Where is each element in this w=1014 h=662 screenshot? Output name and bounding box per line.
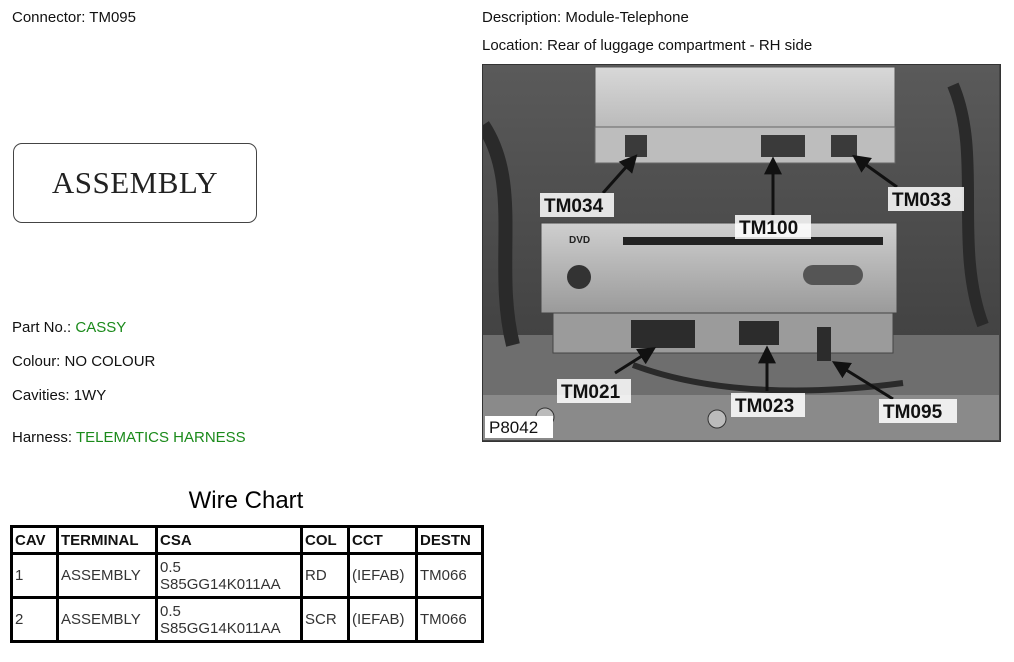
colour-line: Colour: NO COLOUR xyxy=(12,353,155,370)
description-line: Description: Module-Telephone xyxy=(482,9,689,26)
cell-cav: 1 xyxy=(10,552,59,599)
description-value: Module-Telephone xyxy=(565,9,689,26)
header-destn: DESTN xyxy=(415,525,484,555)
cell-cct: (IEFAB) xyxy=(347,596,418,643)
header-terminal: TERMINAL xyxy=(56,525,158,555)
callout-tm095: TM095 xyxy=(883,402,943,423)
cell-csa: 0.5 S85GG14K011AA xyxy=(155,596,303,643)
callout-tm021: TM021 xyxy=(561,382,621,403)
floor-bolt xyxy=(707,409,727,429)
cell-csa: 0.5 S85GG14K011AA xyxy=(155,552,303,599)
cavities-label: Cavities: xyxy=(12,387,70,404)
part-no-label: Part No.: xyxy=(12,319,72,336)
callout-tm100: TM100 xyxy=(739,218,798,239)
csa-part: S85GG14K011AA xyxy=(160,575,281,593)
harness-line: Harness: TELEMATICS HARNESS xyxy=(12,429,246,446)
table-row: 1 ASSEMBLY 0.5 S85GG14K011AA RD (IEFAB) … xyxy=(10,552,484,599)
callout-tm034: TM034 xyxy=(544,196,604,217)
header-csa: CSA xyxy=(155,525,303,555)
connector-socket-tm023 xyxy=(739,321,779,345)
cell-col: RD xyxy=(300,552,350,599)
assembly-box: ASSEMBLY xyxy=(13,143,257,223)
photo-ref-box xyxy=(485,416,553,438)
cavities-value: 1WY xyxy=(73,387,107,404)
connector-socket-tm033 xyxy=(831,135,857,157)
wire-chart-title: Wire Chart xyxy=(188,487,304,514)
harness-label: Harness: xyxy=(12,429,73,446)
module-location-photo: DVD TM034 TM100 TM033 TM021 TM023 xyxy=(482,64,1001,442)
connector-socket-tm100 xyxy=(761,135,805,157)
header-cct: CCT xyxy=(347,525,418,555)
table-header-row: CAV TERMINAL CSA COL CCT DESTN xyxy=(10,525,484,555)
photo-ref-number: P8042 xyxy=(489,418,538,437)
part-no-line: Part No.: CASSY xyxy=(12,319,126,336)
table-row: 2 ASSEMBLY 0.5 S85GG14K011AA SCR (IEFAB)… xyxy=(10,596,484,643)
arrow-tm033 xyxy=(852,154,898,189)
part-no-value: CASSY xyxy=(75,319,127,336)
cell-col: SCR xyxy=(300,596,350,643)
location-label: Location: xyxy=(482,37,543,54)
lock-switch xyxy=(803,265,863,285)
lower-bracket xyxy=(552,312,894,354)
connector-value: TM095 xyxy=(89,9,136,26)
cell-terminal: ASSEMBLY xyxy=(56,552,158,599)
wire-chart-table: CAV TERMINAL CSA COL CCT DESTN 1 ASSEMBL… xyxy=(10,525,484,643)
callout-tm023: TM023 xyxy=(735,396,794,417)
colour-label: Colour: xyxy=(12,353,61,370)
location-value: Rear of luggage compartment - RH side xyxy=(547,37,813,54)
connector-socket-tm021 xyxy=(631,320,695,348)
cell-cct: (IEFAB) xyxy=(347,552,418,599)
harness-value: TELEMATICS HARNESS xyxy=(75,429,246,446)
arrow-tm021 xyxy=(614,347,657,375)
location-line: Location: Rear of luggage compartment - … xyxy=(482,37,812,54)
header-cav: CAV xyxy=(10,525,59,555)
connector-tm095-plug xyxy=(817,327,831,361)
callout-labels: TM034 TM100 TM033 TM021 TM023 TM095 xyxy=(540,187,964,423)
callout-tm033: TM033 xyxy=(892,190,951,211)
cavities-line: Cavities: 1WY xyxy=(12,387,106,404)
dvd-logo: DVD xyxy=(569,235,590,246)
dvd-slot xyxy=(623,237,883,245)
cell-terminal: ASSEMBLY xyxy=(56,596,158,643)
header-col: COL xyxy=(300,525,350,555)
eject-button xyxy=(567,265,591,289)
left-cable xyxy=(483,121,520,347)
csa-size: 0.5 xyxy=(160,558,181,576)
right-cable xyxy=(947,82,989,328)
cell-destn: TM066 xyxy=(415,596,484,643)
arrow-tm095 xyxy=(831,361,894,401)
arrow-tm034 xyxy=(601,154,638,194)
colour-value: NO COLOUR xyxy=(64,353,156,370)
cell-destn: TM066 xyxy=(415,552,484,599)
description-label: Description: xyxy=(482,9,562,26)
cell-cav: 2 xyxy=(10,596,59,643)
csa-part: S85GG14K011AA xyxy=(160,619,281,637)
connector-line: Connector: TM095 xyxy=(12,9,136,26)
harness-cable xyxy=(631,362,904,394)
connector-socket-tm034 xyxy=(625,135,647,157)
photo-illustration: DVD TM034 TM100 TM033 TM021 TM023 xyxy=(483,65,999,440)
connector-label: Connector: xyxy=(12,9,86,26)
csa-size: 0.5 xyxy=(160,602,181,620)
